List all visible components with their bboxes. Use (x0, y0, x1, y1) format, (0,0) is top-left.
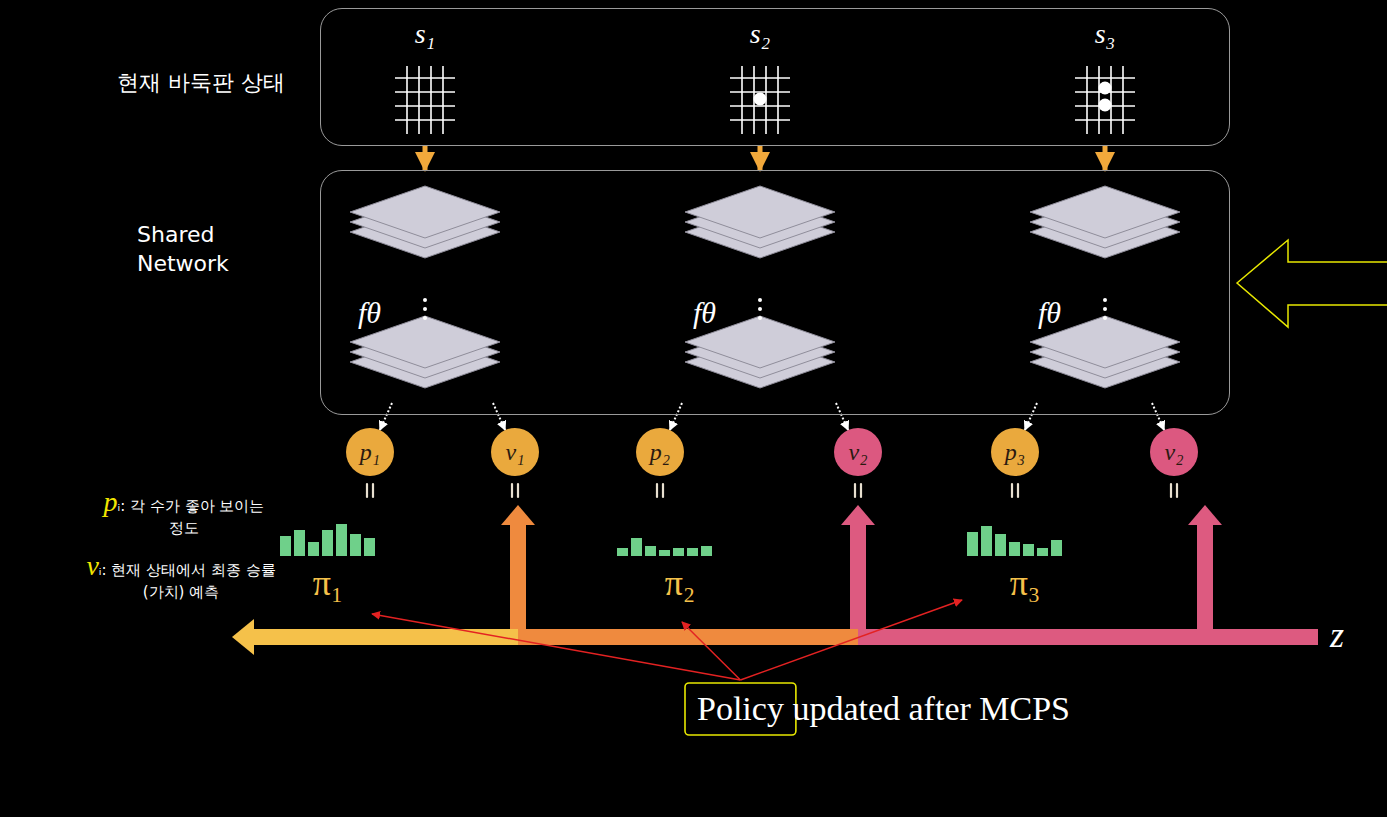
callout-text: Policy updated after MCPS (697, 688, 1070, 730)
group-heading: Shared Network (137, 221, 287, 278)
output-circle: p₂ (636, 428, 684, 476)
function-label: fθ (693, 296, 716, 330)
go-board (1075, 66, 1135, 134)
output-arrow (1152, 403, 1164, 430)
output-circle: v₁ (491, 428, 539, 476)
input-arrow (423, 146, 428, 170)
policy-histogram (280, 524, 375, 556)
return-band (1197, 525, 1213, 637)
return-band (858, 525, 1205, 637)
input-arrow (1103, 146, 1108, 170)
layer-stack (350, 186, 500, 258)
equals-sign (512, 484, 518, 497)
hollow-arrow (1237, 240, 1387, 327)
note: pᵢ: 각 수가 좋아 보이는 정도 (96, 484, 272, 538)
output-symbol: p₁ (360, 440, 380, 464)
policy-target: π₂ (665, 562, 696, 604)
return-band (518, 525, 858, 637)
equals-sign (367, 484, 373, 497)
output-arrow (1025, 403, 1037, 430)
policy-target: π₃ (1010, 562, 1041, 604)
output-circle: v₂ (834, 428, 882, 476)
output-circle: v₂ (1150, 428, 1198, 476)
output-symbol: v₁ (506, 440, 525, 464)
equals-sign (1012, 484, 1018, 497)
output-symbol: v₂ (1165, 440, 1184, 464)
ellipsis-dots (758, 298, 762, 320)
state-label: s₁ (415, 18, 436, 50)
group-frame: 현재 바둑판 상태 (320, 8, 1230, 146)
arrow-head (232, 619, 254, 655)
state-label: s₂ (750, 18, 771, 50)
return-band (252, 629, 518, 645)
equals-sign (657, 484, 663, 497)
outcome-label: z (1330, 614, 1344, 656)
layer-stack (1030, 186, 1180, 258)
output-arrow (836, 403, 848, 430)
note: vᵢ: 현재 상태에서 최종 승률(가치) 예측 (86, 548, 276, 602)
output-circle: p₃ (991, 428, 1039, 476)
equals-sign (1171, 484, 1177, 497)
leader-line (740, 600, 962, 680)
output-arrow (670, 403, 682, 430)
return-band (1205, 629, 1318, 645)
input-arrow (758, 146, 763, 170)
output-symbol: p₃ (1005, 440, 1025, 464)
output-circle: p₁ (346, 428, 394, 476)
go-board (395, 66, 455, 134)
policy-histogram (967, 526, 1062, 556)
leader-line (682, 622, 740, 680)
function-label: fθ (358, 296, 381, 330)
equals-sign (855, 484, 861, 497)
function-label: fθ (1038, 296, 1061, 330)
go-board (730, 66, 790, 134)
output-arrow (493, 403, 505, 430)
ellipsis-dots (423, 298, 427, 320)
arrow-head (841, 505, 875, 525)
output-symbol: p₂ (650, 440, 670, 464)
group-heading: 현재 바둑판 상태 (116, 69, 286, 98)
state-label: s₃ (1095, 18, 1116, 50)
output-arrow (380, 403, 392, 430)
ellipsis-dots (1103, 298, 1107, 320)
arrow-head (501, 505, 535, 525)
output-symbol: v₂ (849, 440, 868, 464)
policy-histogram (617, 538, 712, 556)
group-frame: Shared Network (320, 170, 1230, 415)
layer-stack (685, 186, 835, 258)
leader-line (372, 614, 740, 680)
arrow-head (1188, 505, 1222, 525)
policy-target: π₁ (313, 562, 344, 604)
